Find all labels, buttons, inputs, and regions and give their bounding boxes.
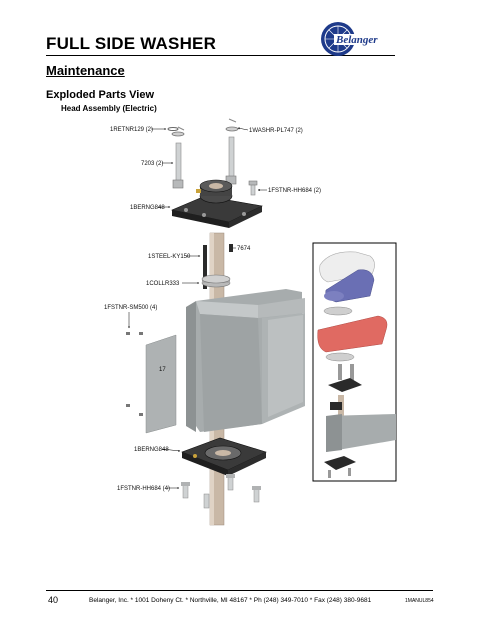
inset-assembly-view	[312, 242, 397, 482]
document-code: 1MANUL854	[405, 598, 434, 604]
callout-fstnr-top: 1FSTNR-HH684 (2)	[268, 188, 321, 194]
steel-key	[203, 244, 233, 289]
assembly-title: Head Assembly (Electric)	[61, 104, 157, 113]
callout-bolt: 7203 (2)	[141, 161, 163, 167]
callout-steel-ky: 1STEEL-KY150	[148, 254, 191, 260]
svg-text:Belanger: Belanger	[335, 34, 378, 46]
side-plate: 17	[145, 334, 177, 434]
callout-collr: 1COLLR333	[146, 281, 180, 287]
callout-fstnr-sm: 1FSTNR-SM500 (4)	[104, 305, 157, 311]
callout-17: 17	[159, 367, 166, 373]
belanger-logo: Belanger	[321, 22, 394, 56]
callout-labels: 1RETNR129 (2) 1WASHR-PL747 (2) 7203 (2) …	[104, 127, 321, 492]
retainer-rings	[167, 118, 237, 131]
callout-fstnr-bottom: 1FSTNR-HH684 (4)	[117, 486, 170, 492]
page-title: FULL SIDE WASHER	[46, 34, 217, 53]
washers	[171, 126, 239, 137]
callout-berng-bottom: 1BERNG848	[134, 447, 169, 453]
page-number: 40	[48, 595, 59, 605]
bottom-fasteners	[181, 474, 261, 509]
footer-contact: Belanger, Inc. * 1001 Doheny Ct. * North…	[89, 597, 372, 604]
section-title: Maintenance	[46, 63, 125, 78]
subsection-title: Exploded Parts View	[46, 89, 155, 101]
collar	[201, 274, 231, 288]
title-divider	[46, 55, 395, 56]
top-bearing	[171, 179, 263, 228]
head-housing	[186, 289, 305, 432]
callout-retnr: 1RETNR129 (2)	[110, 127, 153, 133]
callout-washr: 1WASHR-PL747 (2)	[249, 128, 303, 134]
callout-7674: 7674	[237, 246, 251, 252]
footer-divider	[46, 590, 433, 591]
bottom-bearing	[181, 437, 267, 476]
callout-berng-top: 1BERNG848	[130, 205, 165, 211]
side-screws	[126, 332, 143, 416]
